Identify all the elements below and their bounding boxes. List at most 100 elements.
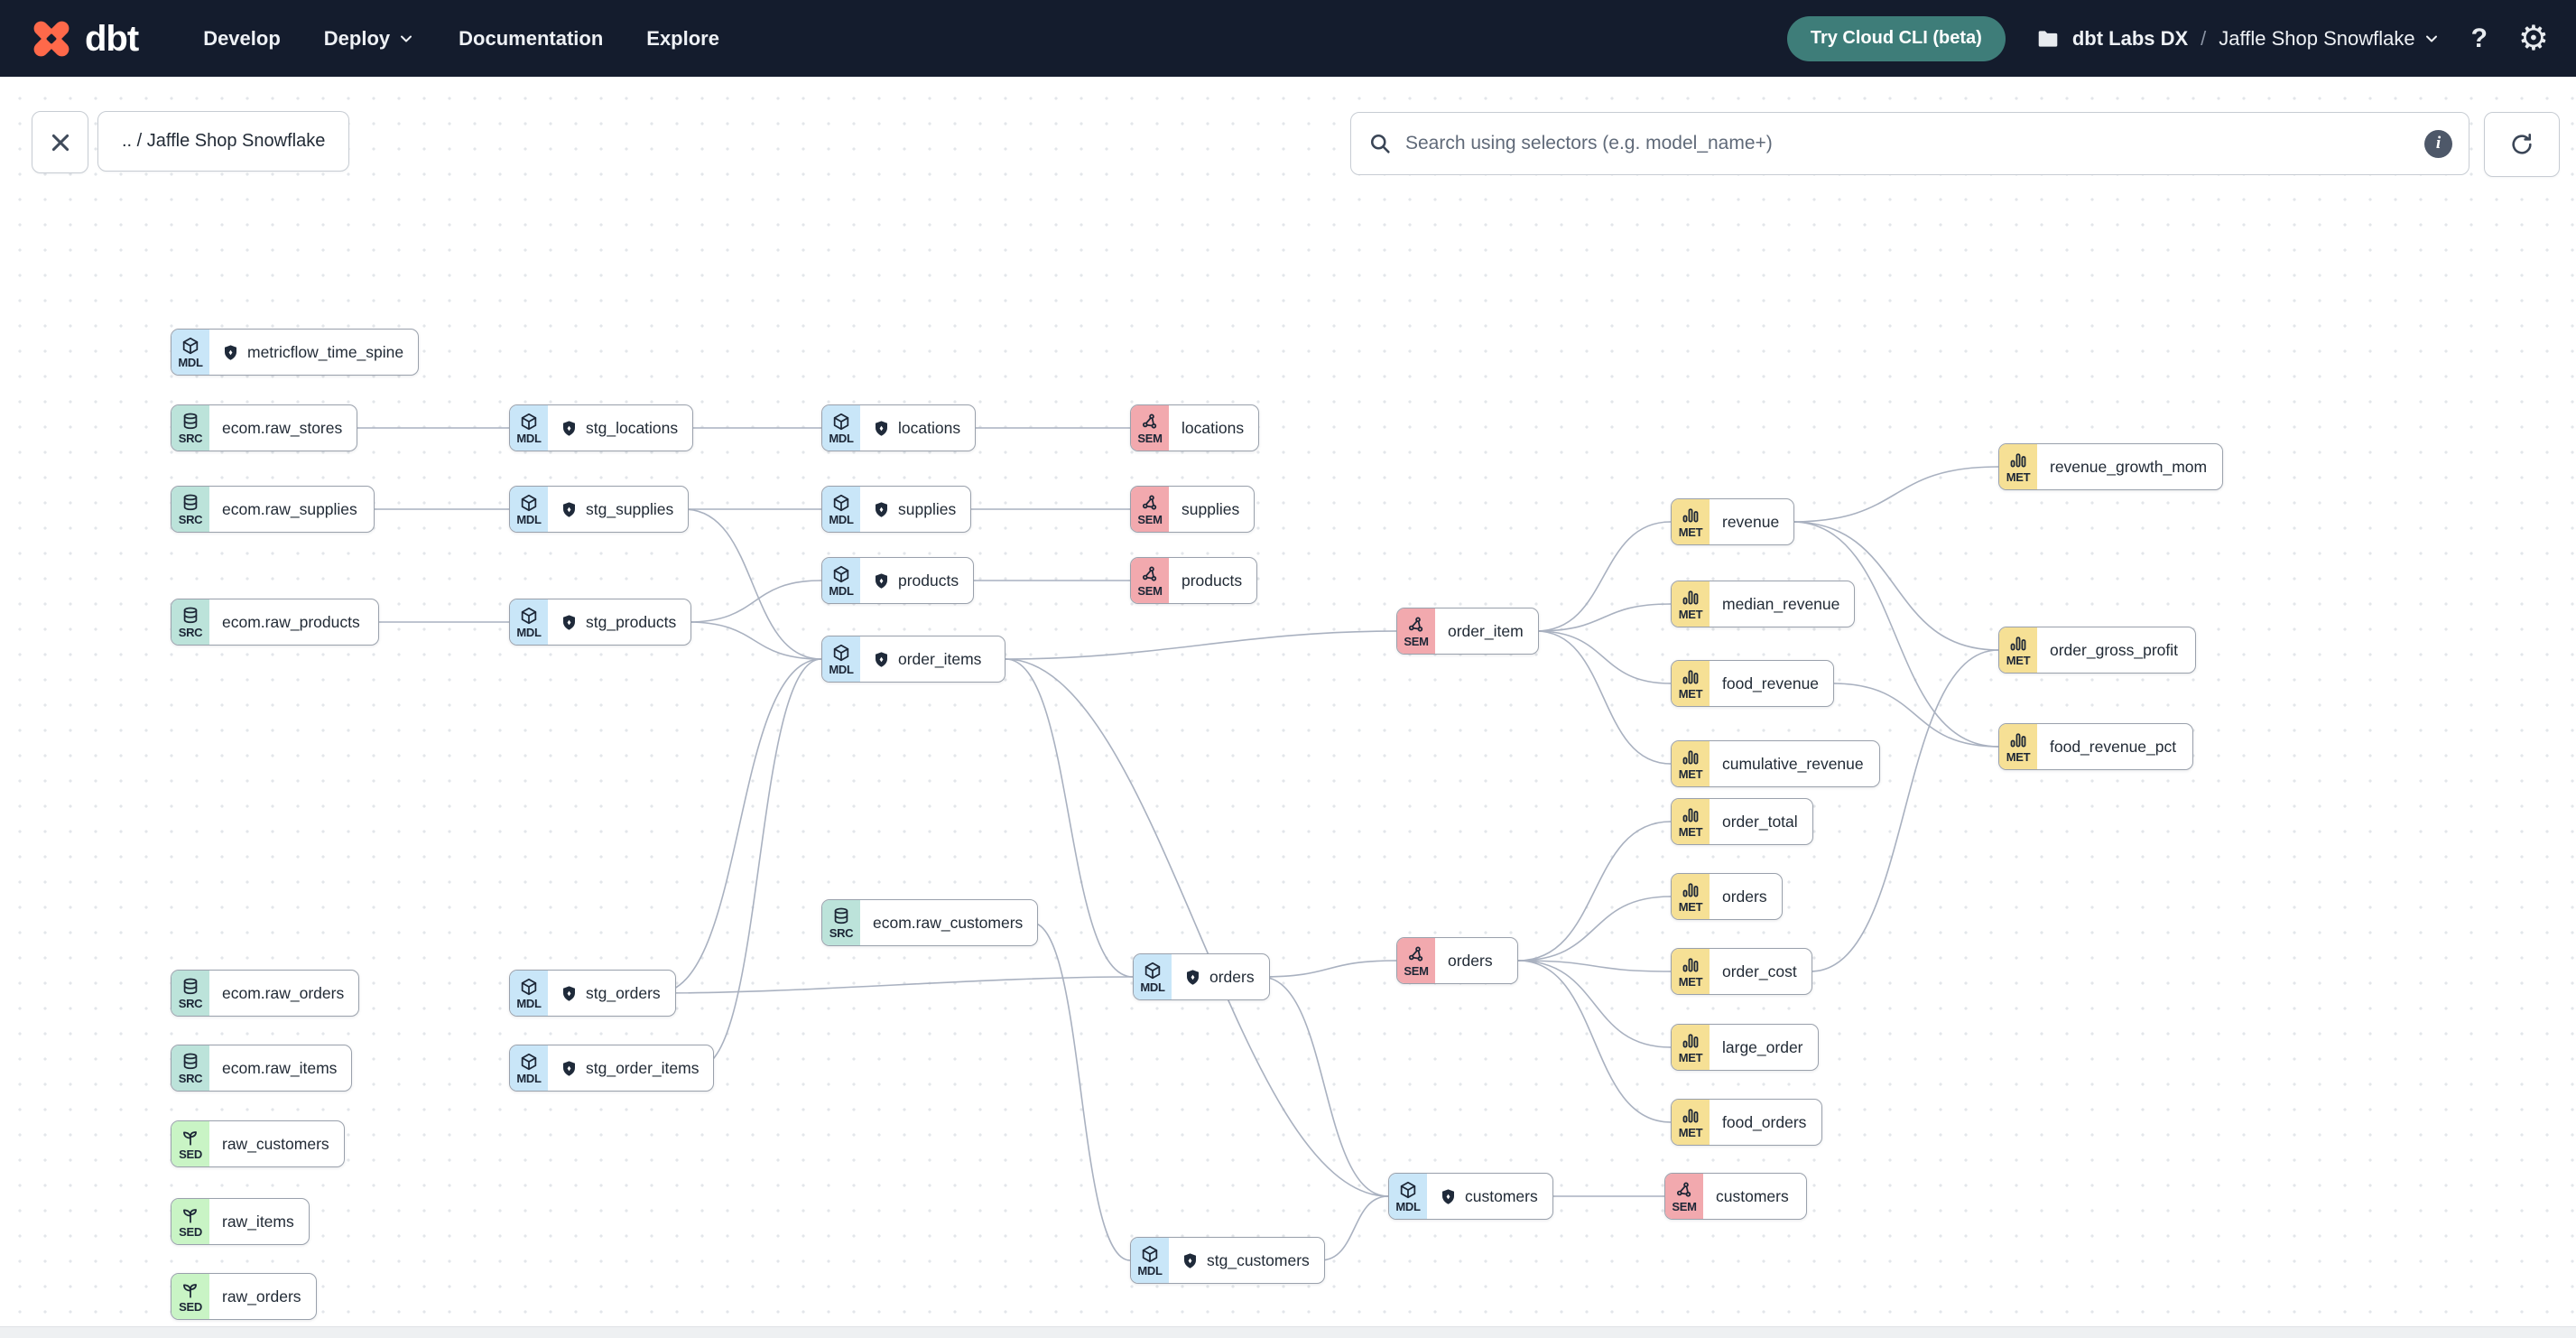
node-stg_orders[interactable]: MDL stg_orders: [509, 970, 676, 1017]
refresh-icon: [2512, 133, 2532, 154]
node-supplies[interactable]: MDL supplies: [821, 486, 972, 533]
node-src_customers[interactable]: SRC ecom.raw_customers: [821, 899, 1039, 946]
account-name[interactable]: dbt Labs DX: [2071, 26, 2189, 50]
shield-icon: [561, 501, 578, 518]
cube-icon: [1398, 1180, 1418, 1200]
node-label: ecom.raw_stores: [222, 418, 343, 437]
nav-develop[interactable]: Develop: [203, 26, 281, 50]
node-type-label: SED: [179, 1225, 202, 1239]
project-breadcrumb: dbt Labs DX / Jaffle Shop Snowflake: [2036, 27, 2441, 51]
node-type-label: MDL: [1140, 980, 1165, 994]
close-lineage-button[interactable]: [32, 111, 88, 173]
node-products[interactable]: MDL products: [821, 557, 975, 604]
node-stg_locations[interactable]: MDL stg_locations: [509, 404, 694, 451]
help-icon[interactable]: ?: [2470, 23, 2488, 53]
node-label: order_items: [898, 649, 982, 668]
node-seed_orders[interactable]: SED raw_orders: [171, 1273, 317, 1320]
node-label: ecom.raw_orders: [222, 983, 345, 1002]
node-seed_items[interactable]: SED raw_items: [171, 1198, 310, 1245]
node-met_revenue[interactable]: MET revenue: [1671, 498, 1795, 545]
node-locations[interactable]: MDL locations: [821, 404, 977, 451]
source-badge: SRC: [822, 900, 860, 945]
refresh-button[interactable]: [2484, 112, 2560, 177]
node-met_food_revenue[interactable]: MET food_revenue: [1671, 660, 1835, 707]
project-selector[interactable]: Jaffle Shop Snowflake: [2219, 27, 2440, 51]
node-sem_orders[interactable]: SEM orders: [1396, 937, 1518, 984]
database-icon: [831, 906, 851, 926]
node-label: ecom.raw_supplies: [222, 499, 357, 518]
node-src_orders[interactable]: SRC ecom.raw_orders: [171, 970, 360, 1017]
search-icon: [1370, 134, 1390, 153]
node-mts[interactable]: MDL metricflow_time_spine: [171, 329, 420, 376]
node-type-label: SEM: [1672, 1200, 1697, 1213]
lineage-breadcrumb-button[interactable]: .. / Jaffle Shop Snowflake: [97, 111, 350, 172]
node-stg_supplies[interactable]: MDL stg_supplies: [509, 486, 690, 533]
share-nodes-icon: [1674, 1180, 1694, 1200]
node-type-label: MET: [1678, 975, 1703, 989]
try-cloud-cli-button[interactable]: Try Cloud CLI (beta): [1786, 15, 2006, 61]
node-type-label: MET: [1678, 687, 1703, 701]
node-type-label: SEM: [1137, 513, 1163, 526]
node-sem_supplies[interactable]: SEM supplies: [1130, 486, 1256, 533]
node-sem_products[interactable]: SEM products: [1130, 557, 1258, 604]
node-label: stg_locations: [586, 418, 679, 437]
node-met_large_order[interactable]: MET large_order: [1671, 1024, 1819, 1071]
metric-badge: MET: [1672, 661, 1710, 706]
node-stg_customers[interactable]: MDL stg_customers: [1130, 1237, 1325, 1284]
node-label: cumulative_revenue: [1722, 754, 1864, 773]
node-sem_customers[interactable]: SEM customers: [1664, 1173, 1807, 1220]
node-met_revenue_growth_mom[interactable]: MET revenue_growth_mom: [1998, 443, 2223, 490]
node-met_order_cost[interactable]: MET order_cost: [1671, 948, 1812, 995]
node-stg_products[interactable]: MDL stg_products: [509, 599, 692, 646]
nav-deploy[interactable]: Deploy: [324, 27, 415, 51]
node-label: ecom.raw_products: [222, 612, 360, 631]
dbt-logo[interactable]: dbt: [27, 14, 139, 63]
cube-icon: [519, 1052, 539, 1072]
edge-stg_products-to-products: [687, 580, 822, 623]
cube-icon: [831, 643, 851, 663]
node-seed_customers[interactable]: SED raw_customers: [171, 1120, 345, 1167]
lineage-canvas[interactable]: MDL metricflow_time_spine SRC ecom.raw_s…: [0, 77, 2576, 1338]
node-label: order_total: [1722, 812, 1798, 831]
node-met_orders[interactable]: MET orders: [1671, 873, 1783, 920]
node-met_order_total[interactable]: MET order_total: [1671, 798, 1813, 845]
chevron-down-icon: [401, 35, 412, 42]
node-stg_order_items[interactable]: MDL stg_order_items: [509, 1045, 715, 1092]
node-label: metricflow_time_spine: [247, 342, 404, 361]
node-met_median_revenue[interactable]: MET median_revenue: [1671, 581, 1856, 627]
metric-badge: MET: [1672, 874, 1710, 919]
top-nav-bar: dbt Develop Deploy Documentation Explore…: [0, 0, 2576, 77]
node-type-label: MDL: [178, 356, 203, 369]
node-src_supplies[interactable]: SRC ecom.raw_supplies: [171, 486, 375, 533]
source-badge: SRC: [171, 599, 209, 645]
node-customers[interactable]: MDL customers: [1388, 1173, 1553, 1220]
node-type-label: SRC: [178, 1072, 203, 1085]
node-src_items[interactable]: SRC ecom.raw_items: [171, 1045, 353, 1092]
node-src_products[interactable]: SRC ecom.raw_products: [171, 599, 379, 646]
node-order_items[interactable]: MDL order_items: [821, 636, 1005, 683]
sprout-icon: [181, 1280, 200, 1300]
share-nodes-icon: [1140, 493, 1160, 513]
node-met_food_revenue_pct[interactable]: MET food_revenue_pct: [1998, 723, 2193, 770]
node-sem_locations[interactable]: SEM locations: [1130, 404, 1260, 451]
edge-src_customers-to-stg_customers: [1031, 922, 1131, 1261]
search-input[interactable]: [1404, 132, 2414, 155]
edge-stg_customers-to-customers: [1320, 1195, 1389, 1261]
node-orders[interactable]: MDL orders: [1133, 953, 1270, 1000]
info-icon[interactable]: i: [2424, 129, 2452, 158]
model-badge: MDL: [822, 636, 860, 682]
node-met_cumulative_revenue[interactable]: MET cumulative_revenue: [1671, 740, 1880, 787]
node-src_stores[interactable]: SRC ecom.raw_stores: [171, 404, 358, 451]
edge-order_items-to-orders: [1005, 658, 1134, 978]
gear-icon[interactable]: ⚙: [2517, 19, 2549, 58]
nav-explore[interactable]: Explore: [646, 26, 719, 50]
node-met_order_gross_profit[interactable]: MET order_gross_profit: [1998, 627, 2196, 674]
model-badge: MDL: [1134, 954, 1172, 999]
node-met_food_orders[interactable]: MET food_orders: [1671, 1099, 1822, 1146]
node-type-label: MDL: [516, 997, 542, 1010]
shield-icon: [1181, 1252, 1199, 1269]
seed-badge: SED: [171, 1274, 209, 1319]
node-sem_order_item[interactable]: SEM order_item: [1396, 608, 1539, 655]
nav-documentation[interactable]: Documentation: [459, 26, 604, 50]
node-type-label: MET: [1678, 1051, 1703, 1064]
